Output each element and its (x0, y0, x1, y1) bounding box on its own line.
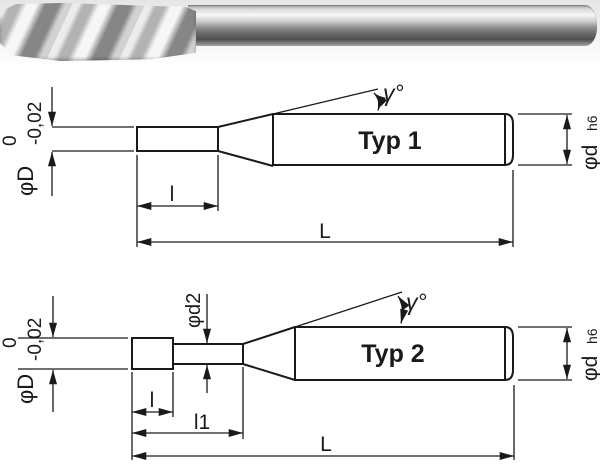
typ2-angle-label: γ° (406, 289, 427, 315)
typ2-length-dimensions: l l1 L (131, 367, 515, 461)
typ1-drawing: 0 -0,02 φD γ° Typ 1 h6 φd (0, 80, 600, 247)
typ1-angle-label: γ° (383, 80, 404, 106)
typ2-reach-length-label: l1 (194, 411, 210, 434)
typ1-title: Typ 1 (358, 127, 422, 155)
typ1-cut-dia-label: φD (13, 166, 38, 196)
typ1-shank-fit-label: h6 (584, 115, 600, 131)
endmill-photo (0, 0, 600, 67)
typ2-shank-fit-label: h6 (584, 328, 600, 344)
typ1-overall-length-label: L (319, 220, 331, 243)
typ1-tol-lower-label: -0,02 (25, 102, 46, 145)
typ2-neck-dia-dimension: φd2 (183, 293, 212, 393)
typ2-neck-dia-label: φd2 (183, 293, 205, 328)
typ2-outline (131, 326, 514, 381)
typ1-length-dimensions: l L (136, 155, 514, 247)
typ2-overall-length-label: L (320, 433, 332, 456)
typ1-shank-dia-label: φd (579, 145, 600, 170)
typ2-shank-dia-dimension: h6 φd (518, 326, 600, 381)
typ1-cut-dia-dimension: 0 -0,02 φD (0, 87, 134, 196)
typ2-shank-dia-label: φd (579, 356, 600, 381)
typ2-title: Typ 2 (361, 340, 424, 368)
typ1-flute-length-label: l (170, 183, 175, 206)
typ1-angle-dimension: γ° (272, 80, 404, 115)
typ2-tol-lower-label: -0,02 (25, 318, 46, 361)
typ2-flute-length-label: l (150, 389, 155, 412)
typ1-outline (136, 113, 514, 167)
endmill-shank-image (188, 5, 597, 46)
typ2-cut-dia-label: φD (13, 374, 38, 404)
typ2-tol-upper-label: 0 (0, 337, 21, 348)
typ2-cut-dia-dimension: 0 -0,02 φD (0, 296, 128, 412)
typ2-drawing: 0 -0,02 φD φd2 γ° Typ 2 (0, 289, 600, 461)
typ2-angle-dimension: γ° (294, 289, 427, 328)
typ1-shank-dia-dimension: h6 φd (518, 113, 600, 170)
typ1-tol-upper-label: 0 (0, 135, 21, 146)
endmill-flutes-image (0, 3, 196, 61)
